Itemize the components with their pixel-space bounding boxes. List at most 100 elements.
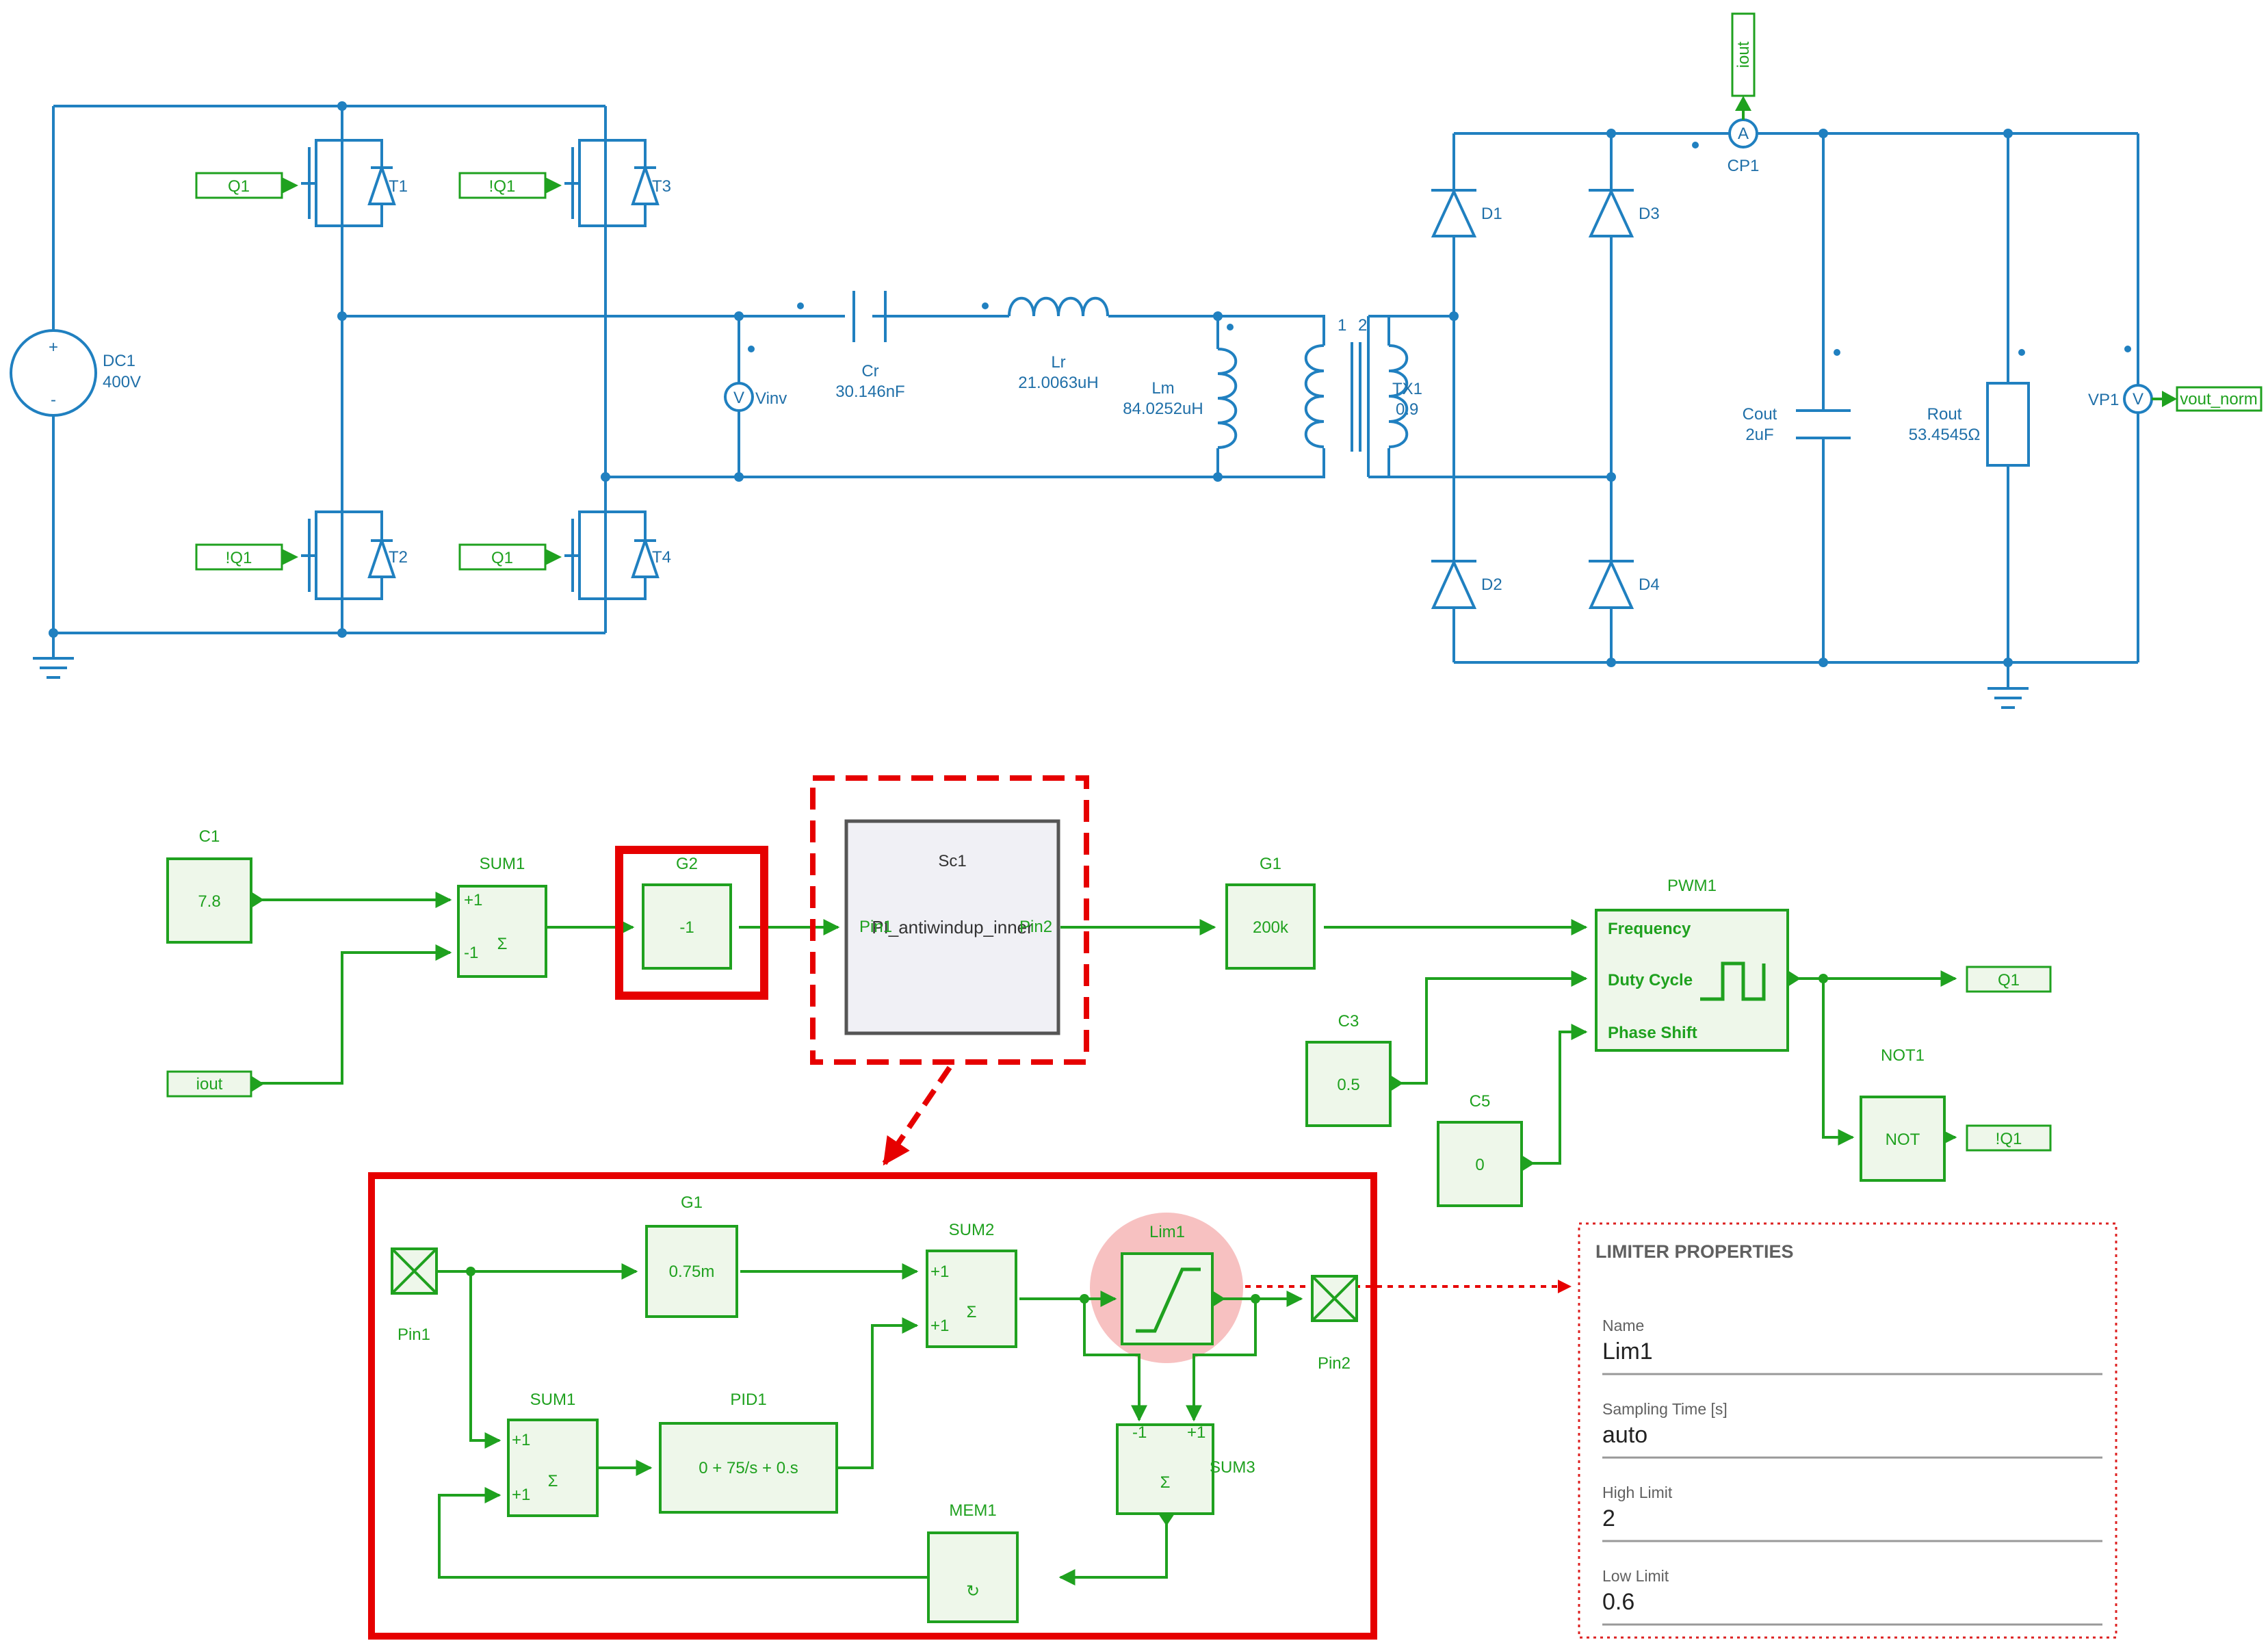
q1-output-tag[interactable]: Q1 [1966,966,2052,993]
sc1-label: PI_antiwindup_inner [872,917,1033,937]
sub-g1-gain-block[interactable]: 0.75m [645,1225,738,1318]
gate-tag-t4[interactable]: Q1 [458,543,562,571]
svg-text:Σ: Σ [497,935,508,953]
iout-input-tag[interactable]: iout [166,1070,264,1098]
vinv-voltmeter[interactable]: V [724,382,754,412]
svg-text:Σ: Σ [548,1472,558,1490]
subsystem-junctions [466,1267,1260,1304]
dc1-plus: + [49,338,58,357]
diode-d1[interactable] [1431,188,1477,237]
svg-text:NOT: NOT [1886,1130,1920,1149]
cp1-iout-tag: iout [1734,41,1753,68]
g1-gain-block[interactable]: 200k [1225,883,1316,970]
sum2-block[interactable]: Σ +1 +1 [926,1250,1017,1348]
rout-name: Rout [1927,405,1962,424]
field-name-label: Name [1602,1317,1644,1334]
capacitor-cout[interactable] [1796,409,1851,439]
vp1-voltmeter[interactable]: V vout_norm [2123,384,2263,414]
svg-text:!Q1: !Q1 [226,549,252,567]
mosfet-t2[interactable] [301,510,396,600]
pin2-port[interactable] [1311,1275,1358,1322]
field-name-value[interactable]: Lim1 [1602,1338,1653,1364]
dc1-source[interactable]: + - [10,329,97,417]
lim1-limiter-block[interactable] [1121,1252,1225,1345]
mem1-name: MEM1 [949,1501,996,1520]
nq1-output-tag[interactable]: !Q1 [1966,1124,2052,1152]
svg-text:+1: +1 [1187,1423,1205,1442]
control-junction [1819,974,1828,983]
mem1-memory-block[interactable]: ↻ [927,1531,1019,1623]
tx1-pin2: 2 [1358,316,1367,335]
field-low-limit-label: Low Limit [1602,1567,1669,1585]
g2-name: G2 [676,855,698,873]
sc1-highlight-box [810,775,1089,1065]
sum3-block[interactable]: Σ -1 +1 [1116,1423,1214,1526]
c3-constant-block[interactable]: 0.5 [1305,1041,1403,1127]
svg-text:Σ: Σ [967,1303,977,1321]
c3-name: C3 [1338,1012,1359,1031]
dc1-minus: - [51,391,56,409]
pwm1-duty-cycle: Duty Cycle [1608,971,1693,989]
field-high-limit-value[interactable]: 2 [1602,1505,1615,1531]
diode-d2[interactable] [1431,559,1477,609]
diode-d3[interactable] [1588,188,1634,237]
svg-text:+1: +1 [930,1317,949,1335]
field-low-limit-value[interactable]: 0.6 [1602,1589,1634,1615]
gate-tag-t2[interactable]: !Q1 [195,543,298,571]
svg-text:A: A [1738,125,1749,143]
svg-text:Q1: Q1 [228,177,250,196]
c1-constant-block[interactable]: 7.8 [166,857,264,944]
sc1-pin-out: Pin2 [1019,918,1052,936]
saturation-icon [1136,1267,1201,1333]
t2-label: T2 [389,548,408,567]
svg-text:0: 0 [1475,1156,1484,1174]
not1-name: NOT1 [1881,1046,1925,1065]
svg-text:0.75m: 0.75m [669,1263,715,1281]
not1-block[interactable]: NOT [1860,1096,1946,1182]
resistor-rout[interactable] [1986,382,2030,467]
sum3-name: SUM3 [1210,1458,1255,1477]
pin1-port[interactable] [391,1247,438,1295]
gate-tag-t1[interactable]: Q1 [195,172,298,199]
capacitor-cr[interactable] [845,287,887,345]
subsystem-wires [438,1263,1303,1586]
mosfet-t4[interactable] [564,510,660,600]
ground-right-icon [1987,687,2029,709]
cout-value: 2uF [1745,426,1773,444]
inductor-lm[interactable] [1204,348,1238,449]
field-sampling-value[interactable]: auto [1602,1422,1647,1448]
svg-text:Σ: Σ [1160,1473,1171,1492]
sub-sum1-name: SUM1 [530,1390,576,1409]
diode-d4[interactable] [1588,559,1634,609]
sum1-block[interactable]: Σ +1 -1 [457,885,547,978]
svg-text:0.5: 0.5 [1337,1076,1359,1094]
d3-label: D3 [1639,205,1660,223]
cr-value: 30.146nF [835,383,904,401]
sc1-name: Sc1 [938,852,966,870]
mosfet-t3[interactable] [564,139,660,227]
gate-tag-t3[interactable]: !Q1 [458,172,562,199]
c5-name: C5 [1470,1092,1491,1111]
inductor-lr[interactable] [1008,294,1109,322]
pin1-label: Pin1 [397,1325,430,1344]
pid1-name: PID1 [730,1390,766,1409]
svg-text:Q1: Q1 [1998,971,2020,989]
svg-text:-1: -1 [679,918,694,937]
svg-text:-1: -1 [1132,1423,1147,1442]
svg-text:!Q1: !Q1 [489,177,516,196]
pwm-waveform-icon [1700,961,1766,1001]
pwm1-block[interactable]: Frequency Duty Cycle Phase Shift [1595,909,1801,1052]
pid1-block[interactable]: 0 + 75/s + 0.s [659,1422,838,1514]
field-high-limit-label: High Limit [1602,1484,1673,1501]
cp1-current-probe[interactable]: A iout [1728,12,1758,148]
sub-sum1-block[interactable]: Σ +1 +1 [507,1419,599,1517]
g2-gain-block[interactable]: -1 [642,883,732,970]
rout-value: 53.4545Ω [1909,426,1981,444]
sc1-subsystem-block[interactable]: Sc1 PI_antiwindup_inner Pin1 Pin2 [844,819,1060,1035]
c5-constant-block[interactable]: 0 [1437,1121,1535,1207]
transformer-tx1[interactable] [1218,315,1409,478]
mosfet-t1[interactable] [301,139,396,227]
tx1-pin1: 1 [1338,316,1346,335]
svg-text:0 + 75/s + 0.s: 0 + 75/s + 0.s [699,1459,798,1477]
svg-text:Q1: Q1 [491,549,513,567]
